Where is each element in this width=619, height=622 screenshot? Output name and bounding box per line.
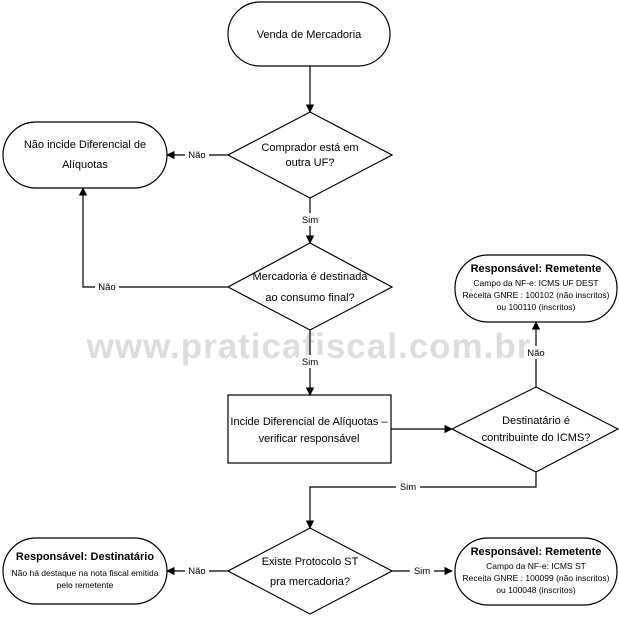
resp-remetente-bottom-node: Responsável: Remetente Campo da NF-e: IC… [454,537,618,606]
decision-icms-contributor-line1: Destinatário é [502,415,570,427]
decision-final-consumer: Mercadoria é destinada ao consumo final? [226,242,394,331]
no-difal-shape [2,121,168,189]
decision-icms-contributor-line2: contribuinte do ICMS? [482,432,591,444]
resp-remetente-bottom-shape [454,537,618,606]
edge-final-consumer-no [78,187,228,288]
resp-destinatario-line1: Não há destaque na nota fiscal emitida [12,568,159,578]
resp-remetente-top-title: Responsável: Remetente [471,263,602,275]
decision-other-uf-line2: outra UF? [286,157,335,169]
resp-remetente-bottom-line1: Campo da NF-e: ICMS ST [486,561,586,571]
start-shape [227,1,391,67]
resp-destinatario-shape [2,537,168,605]
decision-final-consumer-line2: ao consumo final? [265,292,354,304]
resp-remetente-top-line2: Receita GNRE : 100102 (não inscritos) [463,290,610,300]
resp-remetente-top-shape [454,254,618,323]
difal-process-shape [227,394,392,464]
edge-label-protocol-no: Não [188,566,205,577]
decision-final-consumer-line1: Mercadoria é destinada [253,271,369,283]
no-difal-line2: Alíquotas [62,159,108,171]
decision-final-consumer-shape [226,242,394,331]
decision-protocol-st-line2: pra mercadoria? [270,576,350,588]
decision-other-uf: Comprador está em outra UF? [226,111,394,199]
edge-label-bg [298,213,322,226]
edge-label-contributor-no: Não [527,348,544,359]
decision-protocol-st-shape [226,527,394,615]
decision-protocol-st: Existe Protocolo ST pra mercadoria? [226,527,394,615]
decision-icms-contributor: Destinatário é contribuinte do ICMS? [450,386,619,473]
edge-label-contributor-yes: Sim [400,482,416,493]
edge-label-bg [185,148,209,161]
edge-label-bg [95,280,119,293]
resp-remetente-bottom-line3: ou 100048 (inscritos) [496,585,576,595]
start-label: Venda de Mercadoria [257,29,362,41]
decision-protocol-st-line1: Existe Protocolo ST [262,556,359,568]
difal-process-line1: Incide Diferencial de Alíquotas – [230,416,388,428]
no-difal-node: Não incide Diferencial de Alíquotas [2,121,168,189]
decision-other-uf-shape [226,111,394,199]
edge-label-other-uf-yes: Sim [302,215,318,226]
edge-contributor-yes [305,472,537,529]
resp-destinatario-line2: pelo remetente [57,580,114,590]
start-node: Venda de Mercadoria [227,1,391,67]
resp-remetente-top-line1: Campo da NF-e: ICMS UF DEST [473,278,598,288]
resp-remetente-top-line3: ou 100110 (inscritos) [497,302,576,312]
resp-remetente-top-node: Responsável: Remetente Campo da NF-e: IC… [454,254,618,323]
edge-label-bg [410,564,434,577]
edge-label-other-uf-no: Não [188,150,205,161]
resp-remetente-bottom-line2: Receita GNRE : 100099 (não inscritos) [463,573,610,583]
decision-icms-contributor-shape [450,386,619,473]
resp-destinatario-node: Responsável: Destinatário Não há destaqu… [2,537,168,605]
edge-label-final-consumer-no: Não [98,282,115,293]
edge-label-bg [298,355,322,368]
edge-label-protocol-yes: Sim [414,566,430,577]
difal-process-line2: verificar responsável [259,433,360,445]
resp-destinatario-title: Responsável: Destinatário [16,551,154,563]
decision-other-uf-line1: Comprador está em [261,142,358,154]
edge-label-bg [185,564,209,577]
no-difal-line1: Não incide Diferencial de [24,139,146,151]
resp-remetente-bottom-title: Responsável: Remetente [471,546,602,558]
difal-process-node: Incide Diferencial de Alíquotas – verifi… [227,394,392,464]
edge-label-bg [396,480,420,493]
edge-label-final-consumer-yes: Sim [302,357,318,368]
edge-label-bg [524,346,548,359]
